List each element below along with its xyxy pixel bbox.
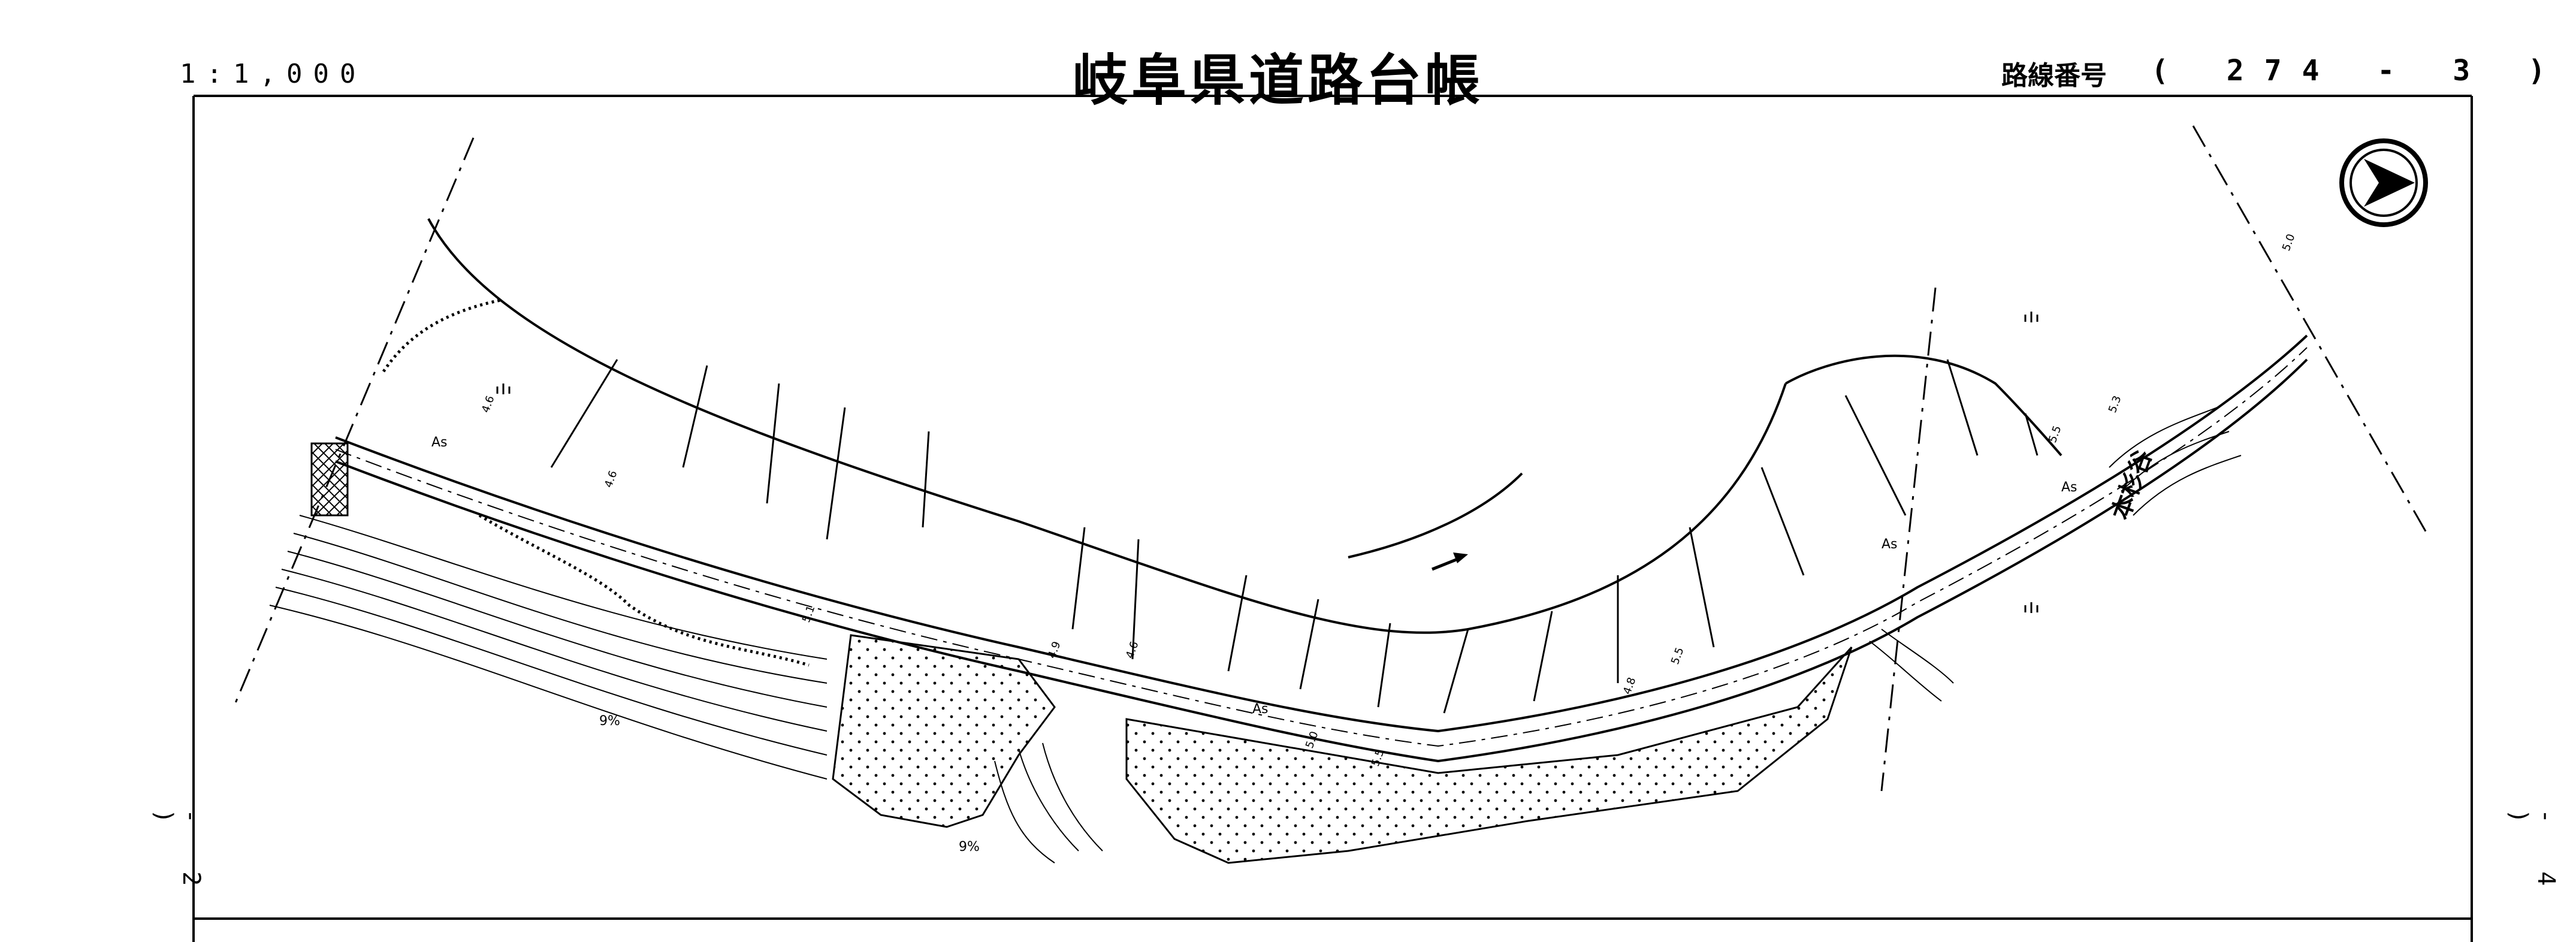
bank-leader-lines [550, 359, 2039, 714]
surface-label: As [431, 435, 448, 450]
surface-label: As [1882, 537, 1898, 552]
route-number-label: 路線番号 [2001, 61, 2107, 91]
north-arrow-icon [2339, 138, 2428, 227]
adjacent-sheet-left: - 2 ) [150, 809, 205, 903]
sheet-frame [192, 95, 2473, 942]
cliff-line [478, 514, 810, 667]
route-number: ( 274 - 3 ) [2151, 54, 2566, 87]
vegetation-mark-icon [496, 312, 2039, 613]
valley-name-label: 本杉谷 [2106, 446, 2157, 524]
fill-area [832, 634, 1853, 864]
boundary-lines [232, 125, 2428, 792]
cliff-line-upper [382, 298, 504, 373]
map-title: 岐阜県道路台帳 [1073, 49, 1484, 113]
width-label: 5.3 [2106, 394, 2124, 415]
width-label: 4.6 [1124, 640, 1141, 660]
map-scale: 1:1,000 [180, 59, 367, 89]
width-label: 5.0 [1303, 730, 1321, 750]
width-label: 5.0 [2280, 233, 2298, 253]
width-label: 5.5 [1669, 646, 1687, 666]
width-label: 5.1 [800, 604, 818, 624]
width-label: 4.6 [479, 394, 497, 415]
flow-arrow-icon [1432, 552, 1468, 571]
width-label: 4.6 [602, 469, 620, 490]
slope-label: 9% [599, 714, 620, 729]
road-edges [335, 334, 2308, 763]
slope-label: 9% [959, 840, 980, 855]
river-outline [427, 218, 2062, 634]
surface-label: As [2061, 480, 2077, 495]
width-label: 4.8 [1621, 676, 1639, 696]
adjacent-sheet-right: - 4 ) [2505, 809, 2560, 903]
contour-lines [269, 407, 2242, 864]
surface-label: As [1252, 702, 1269, 717]
width-label: 5.5 [2046, 424, 2064, 445]
